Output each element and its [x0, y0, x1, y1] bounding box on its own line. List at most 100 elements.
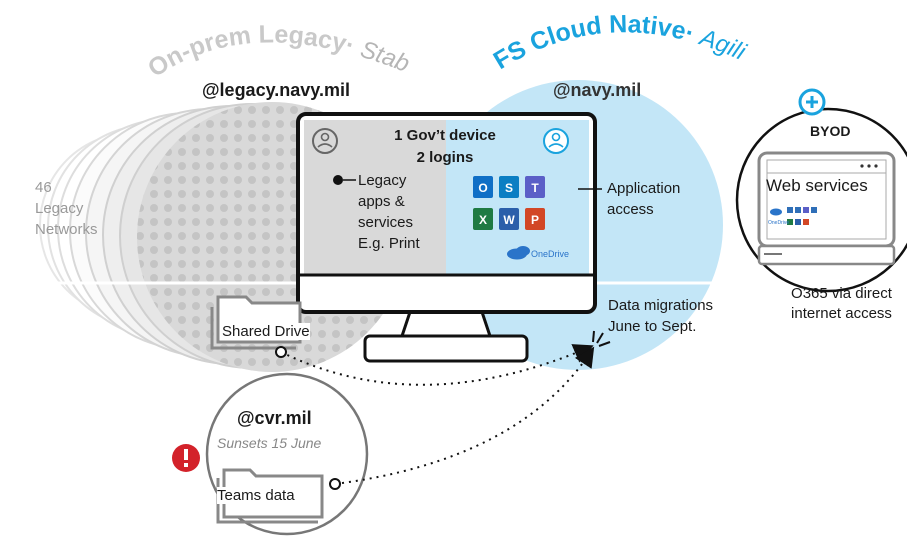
grid-dot — [262, 190, 270, 198]
grid-dot — [276, 218, 284, 226]
grid-dot — [150, 246, 158, 254]
grid-dot — [164, 246, 172, 254]
grid-dot — [262, 204, 270, 212]
grid-dot — [276, 134, 284, 142]
grid-dot — [248, 190, 256, 198]
grid-dot — [178, 274, 186, 282]
grid-dot — [276, 288, 284, 296]
grid-dot — [150, 190, 158, 198]
byod-caption-line1: O365 via direct — [791, 285, 892, 302]
shared-drive-label: Shared Drive — [222, 323, 310, 340]
grid-dot — [150, 260, 158, 268]
grid-dot — [234, 274, 242, 282]
legacy-networks-line2: Networks — [35, 221, 98, 238]
grid-dot — [234, 288, 242, 296]
grid-dot — [262, 246, 270, 254]
sharepoint-icon: S — [499, 176, 519, 198]
grid-dot — [206, 148, 214, 156]
legacy-apps-line2: apps & — [358, 193, 405, 210]
byod-laptop — [735, 88, 907, 293]
grid-dot — [164, 176, 172, 184]
legacy-networks-count: 46 — [35, 179, 52, 196]
grid-dot — [234, 106, 242, 114]
grid-dot — [262, 274, 270, 282]
teams-data-label: Teams data — [217, 487, 295, 504]
grid-dot — [178, 246, 186, 254]
legacy-apps-bullet — [333, 175, 343, 185]
grid-dot — [276, 246, 284, 254]
grid-dot — [248, 288, 256, 296]
grid-dot — [220, 232, 228, 240]
device-title: 1 Gov’t device 2 logins — [370, 125, 520, 169]
grid-dot — [220, 176, 228, 184]
grid-dot — [206, 288, 214, 296]
grid-dot — [248, 274, 256, 282]
grid-dot — [276, 232, 284, 240]
grid-dot — [220, 246, 228, 254]
onedrive-label: OneDrive — [531, 249, 570, 259]
data-migrations-line2: June to Sept. — [608, 318, 697, 335]
grid-dot — [150, 274, 158, 282]
grid-dot — [178, 204, 186, 212]
grid-dot — [220, 260, 228, 268]
grid-dot — [262, 176, 270, 184]
grid-dot — [276, 106, 284, 114]
grid-dot — [248, 232, 256, 240]
legacy-apps-line4: E.g. Print — [358, 235, 420, 252]
grid-dot — [220, 218, 228, 226]
legacy-apps-line3: services — [358, 214, 414, 231]
svg-text:O: O — [478, 181, 487, 195]
teams-data-migration-arrow — [334, 346, 595, 485]
svg-text:P: P — [531, 213, 539, 227]
grid-dot — [262, 134, 270, 142]
grid-dot — [234, 134, 242, 142]
excel-icon: X — [473, 208, 493, 230]
grid-dot — [192, 274, 200, 282]
grid-dot — [262, 232, 270, 240]
grid-dot — [318, 330, 326, 338]
monitor — [296, 112, 597, 363]
alert-icon — [172, 444, 200, 472]
legacy-domain-label: @legacy.navy.mil — [202, 80, 350, 100]
grid-dot — [164, 106, 172, 114]
cvr-sunset-label: Sunsets 15 June — [217, 435, 322, 451]
grid-dot — [192, 190, 200, 198]
grid-dot — [276, 358, 284, 366]
grid-dot — [346, 344, 354, 352]
grid-dot — [234, 358, 242, 366]
data-migrations-label: Data migrations June to Sept. — [608, 295, 713, 337]
grid-dot — [248, 120, 256, 128]
grid-dot — [164, 232, 172, 240]
grid-dot — [150, 218, 158, 226]
legacy-user-avatar — [312, 128, 338, 154]
grid-dot — [234, 148, 242, 156]
grid-dot — [150, 358, 158, 366]
grid-dot — [248, 358, 256, 366]
grid-dot — [178, 358, 186, 366]
byod-caption-line2: internet access — [791, 305, 892, 322]
grid-dot — [178, 148, 186, 156]
legacy-networks-label: 46 Legacy Networks — [35, 177, 98, 240]
grid-dot — [360, 316, 368, 324]
grid-dot — [262, 106, 270, 114]
grid-dot — [248, 260, 256, 268]
grid-dot — [318, 358, 326, 366]
grid-dot — [234, 246, 242, 254]
grid-dot — [234, 190, 242, 198]
grid-dot — [192, 134, 200, 142]
grid-dot — [234, 120, 242, 128]
navy-domain-label: @navy.mil — [553, 80, 642, 100]
grid-dot — [234, 218, 242, 226]
grid-dot — [262, 120, 270, 128]
powerpoint-icon: P — [525, 208, 545, 230]
grid-dot — [332, 316, 340, 324]
grid-dot — [178, 232, 186, 240]
grid-dot — [220, 204, 228, 212]
grid-dot — [262, 218, 270, 226]
grid-dot — [164, 162, 172, 170]
grid-dot — [164, 274, 172, 282]
grid-dot — [276, 260, 284, 268]
web-services-label: Web services — [766, 176, 868, 195]
grid-dot — [192, 148, 200, 156]
